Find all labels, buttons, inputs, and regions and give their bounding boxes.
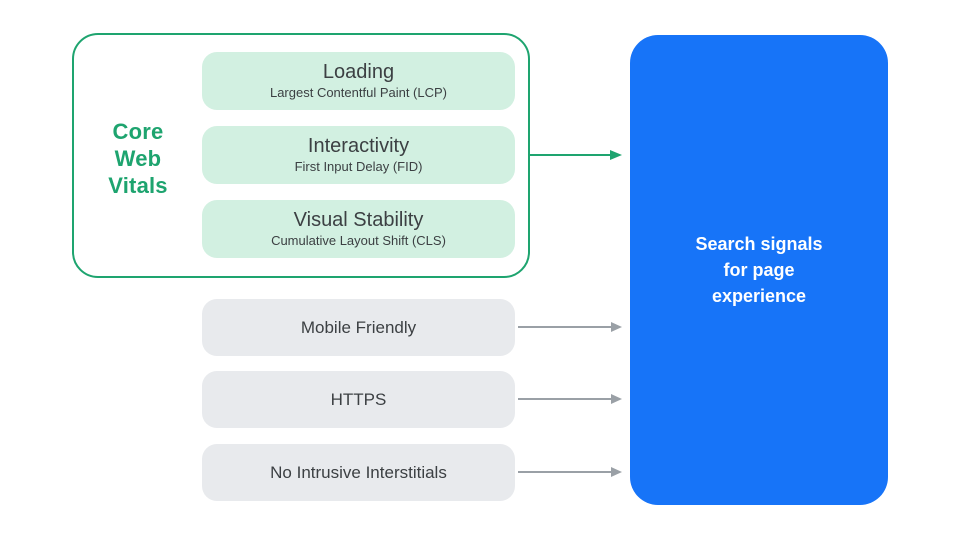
core-web-vitals-label: Core Web Vitals xyxy=(108,119,168,198)
core-web-vitals-arrow xyxy=(530,149,622,161)
no-intrusive-interstitials-arrow xyxy=(518,466,622,478)
arrow-line xyxy=(530,154,610,156)
vital-card-interactivity: Interactivity First Input Delay (FID) xyxy=(202,126,515,184)
arrow-head-icon xyxy=(611,467,622,477)
arrow-head-icon xyxy=(611,394,622,404)
signal-card-mobile-friendly: Mobile Friendly xyxy=(202,299,515,356)
vital-card-subtitle: Cumulative Layout Shift (CLS) xyxy=(271,233,446,248)
vital-card-loading: Loading Largest Contentful Paint (LCP) xyxy=(202,52,515,110)
vital-card-visual-stability: Visual Stability Cumulative Layout Shift… xyxy=(202,200,515,258)
signal-card-label: Mobile Friendly xyxy=(300,317,417,337)
search-signals-result-box: Search signals for page experience xyxy=(630,35,888,505)
arrow-head-icon xyxy=(610,150,622,160)
signal-card-no-intrusive-interstitials: No Intrusive Interstitials xyxy=(202,444,515,501)
https-arrow xyxy=(518,393,622,405)
signal-card-https: HTTPS xyxy=(202,371,515,428)
arrow-line xyxy=(518,326,611,328)
vital-card-title: Loading xyxy=(322,61,395,83)
arrow-line xyxy=(518,471,611,473)
arrow-line xyxy=(518,398,611,400)
vital-card-title: Visual Stability xyxy=(293,209,424,231)
mobile-friendly-arrow xyxy=(518,321,622,333)
search-signals-label: Search signals for page experience xyxy=(695,234,823,306)
vital-card-title: Interactivity xyxy=(307,135,410,157)
vital-card-subtitle: First Input Delay (FID) xyxy=(294,159,423,174)
vital-card-subtitle: Largest Contentful Paint (LCP) xyxy=(269,85,448,100)
signal-card-label: No Intrusive Interstitials xyxy=(270,462,447,482)
arrow-head-icon xyxy=(611,322,622,332)
signal-card-label: HTTPS xyxy=(330,389,387,409)
